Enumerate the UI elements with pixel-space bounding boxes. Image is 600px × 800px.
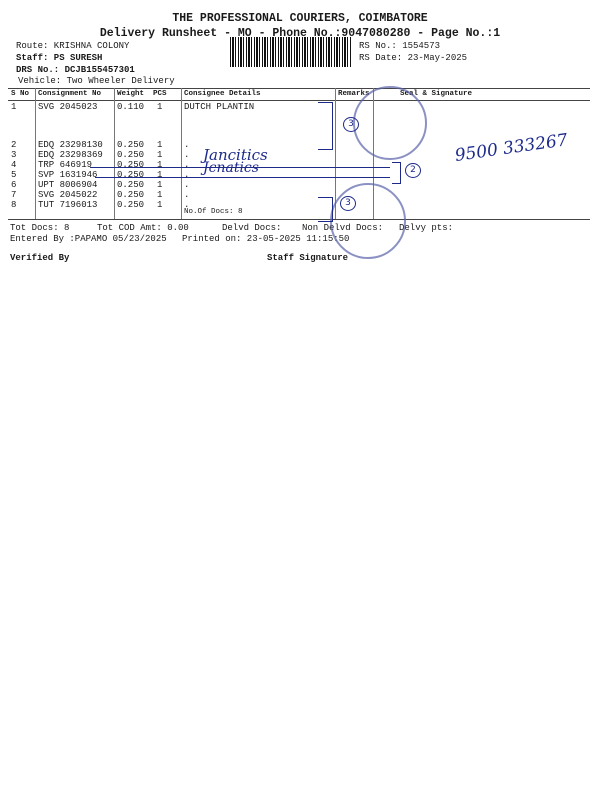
cell-weight: 0.250 [117,200,145,210]
col-consignee: Consignee Details [184,90,261,98]
cell-sno: 8 [11,200,17,210]
cell-consignment: SVG 2045022 [38,190,98,200]
cell-sno: 1 [11,102,17,112]
strike-line [95,177,390,179]
cell-consignee: . [184,140,190,150]
count-circle: 3 [340,196,356,211]
cell-weight: 0.250 [117,170,145,180]
cell-consignment: TUT 7196013 [38,200,98,210]
cell-pcs: 1 [157,160,163,170]
cell-sno: 2 [11,140,17,150]
cell-sno: 4 [11,160,17,170]
vehicle: Vehicle: Two Wheeler Delivery [18,76,175,86]
runsheet-subtitle: Delivery Runsheet - MO - Phone No.:90470… [99,27,501,40]
col-consignment: Consignment No [38,90,102,98]
strike-line [90,167,390,169]
column-divider [114,88,115,219]
pen-bracket [392,162,401,184]
cell-consignment: UPT 8006904 [38,180,98,190]
verified-by: Verified By [10,253,70,263]
cell-pcs: 1 [157,170,163,180]
cell-consignment: SVG 2045023 [38,102,98,112]
column-divider [181,88,182,219]
col-seal-signature: Seal & Signature [400,90,473,98]
pen-bracket [318,102,333,150]
col-pcs: PCS [153,90,167,98]
column-divider [335,88,336,219]
seal-stamp-top [353,86,427,160]
cell-sno: 6 [11,180,17,190]
cell-consignment: TRP 646919 [38,160,93,170]
delvd-docs: Delvd Docs: [222,223,282,233]
handwritten-remark: Jcnatics [203,160,259,176]
entered-by: Entered By :PAPAMO 05/23/2025 [10,234,167,244]
delvy-pts: Delvy pts: [399,223,454,233]
cell-consignee: . [184,180,190,190]
column-divider [35,88,36,219]
cell-pcs: 1 [157,140,163,150]
cell-consignee: . [184,170,190,180]
seal-stamp-bottom [330,183,406,259]
cell-weight: 0.250 [117,140,145,150]
cell-weight: 0.250 [117,180,145,190]
handwritten-remark: Jancitics [203,146,268,164]
count-circle: 2 [405,163,421,178]
cell-consignee: . [184,160,190,170]
cell-weight: 0.250 [117,150,145,160]
cell-consignment: SVP 1631946 [38,170,98,180]
count-circle: 3 [343,117,359,132]
barcode [230,37,352,67]
cell-consignment: EDQ 23298369 [38,150,103,160]
rs-date: RS Date: 23-May-2025 [359,53,468,63]
cell-consignee: DUTCH PLANTIN [184,102,255,112]
cell-weight: 0.250 [117,190,145,200]
cell-weight: 0.250 [117,160,145,170]
table-bottom-rule [8,219,590,220]
cell-pcs: 1 [157,150,163,160]
cell-sno: 3 [11,150,17,160]
rs-number: RS No.: 1554573 [359,41,441,51]
cell-consignment: EDQ 23298130 [38,140,103,150]
table-top-rule [8,88,590,89]
cell-pcs: 1 [157,180,163,190]
table-header-rule [8,100,590,101]
printed-on: Printed on: 23-05-2025 11:15:50 [182,234,350,244]
cell-weight: 0.110 [117,102,145,112]
tot-docs: Tot Docs: 8 [10,223,70,233]
drs-number: DRS No.: DCJB155457301 [16,65,135,75]
pen-bracket [318,197,333,222]
staff: Staff: PS SURESH [16,53,103,63]
col-sno: S No [11,90,30,98]
col-weight: Weight [117,90,145,98]
handwritten-phone: 9500 333267 [453,130,569,166]
cell-pcs: 1 [157,190,163,200]
cell-sno: 7 [11,190,17,200]
cell-consignee: . [184,200,190,210]
cell-consignee: . [184,150,190,160]
company-title: THE PROFESSIONAL COURIERS, COIMBATORE [172,12,428,25]
cell-pcs: 1 [157,200,163,210]
route: Route: KRISHNA COLONY [16,41,130,51]
cell-sno: 5 [11,170,17,180]
tot-cod-amt: Tot COD Amt: 0.00 [97,223,189,233]
no-of-docs: No.Of Docs: 8 [184,208,243,216]
col-remarks: Remarks [338,90,370,98]
cell-consignee: . [184,190,190,200]
cell-pcs: 1 [157,102,163,112]
staff-signature: Staff Signature [267,253,349,263]
